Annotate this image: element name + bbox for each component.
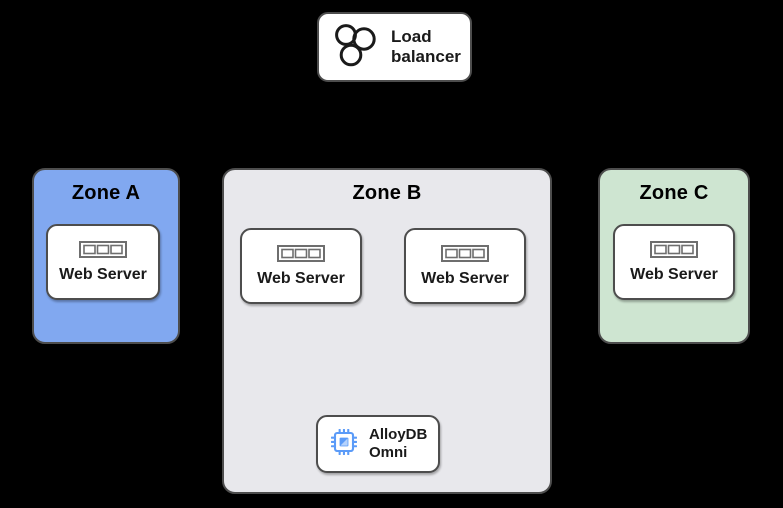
web-server-c-card[interactable]: Web Server — [613, 224, 735, 300]
server-rack-icon — [277, 245, 325, 262]
load-balancer-label: Load balancer — [391, 27, 461, 66]
web-server-c-inner: Web Server — [615, 226, 733, 298]
alloydb-omni-label: AlloyDB Omni — [369, 426, 428, 461]
web-server-c-label: Web Server — [630, 266, 718, 283]
web-server-b1-label: Web Server — [257, 270, 345, 287]
zone-c-title: Zone C — [639, 182, 709, 204]
web-server-b1-card[interactable]: Web Server — [240, 228, 362, 304]
server-rack-icon — [441, 245, 489, 262]
server-rack-icon — [650, 241, 698, 258]
web-server-b2-card[interactable]: Web Server — [404, 228, 526, 304]
alloydb-omni-inner: AlloyDB Omni — [318, 417, 438, 471]
web-server-b2-inner: Web Server — [406, 230, 524, 302]
web-server-b1-inner: Web Server — [242, 230, 360, 302]
edge-lb-to-web-server-a — [175, 87, 331, 218]
web-server-a-card[interactable]: Web Server — [46, 224, 160, 300]
server-rack-icon — [79, 241, 127, 258]
web-server-a-inner: Web Server — [48, 226, 158, 298]
load-balancer-inner: Load balancer — [319, 14, 470, 80]
cpu-chip-icon — [330, 428, 358, 461]
web-server-b2-label: Web Server — [421, 270, 509, 287]
three-circles-icon — [333, 22, 379, 73]
load-balancer-card[interactable]: Load balancer — [317, 12, 472, 82]
zone-b-title: Zone B — [352, 182, 422, 204]
zone-a-title: Zone A — [71, 182, 141, 204]
alloydb-omni-card[interactable]: AlloyDB Omni — [316, 415, 440, 473]
web-server-a-label: Web Server — [59, 266, 147, 283]
